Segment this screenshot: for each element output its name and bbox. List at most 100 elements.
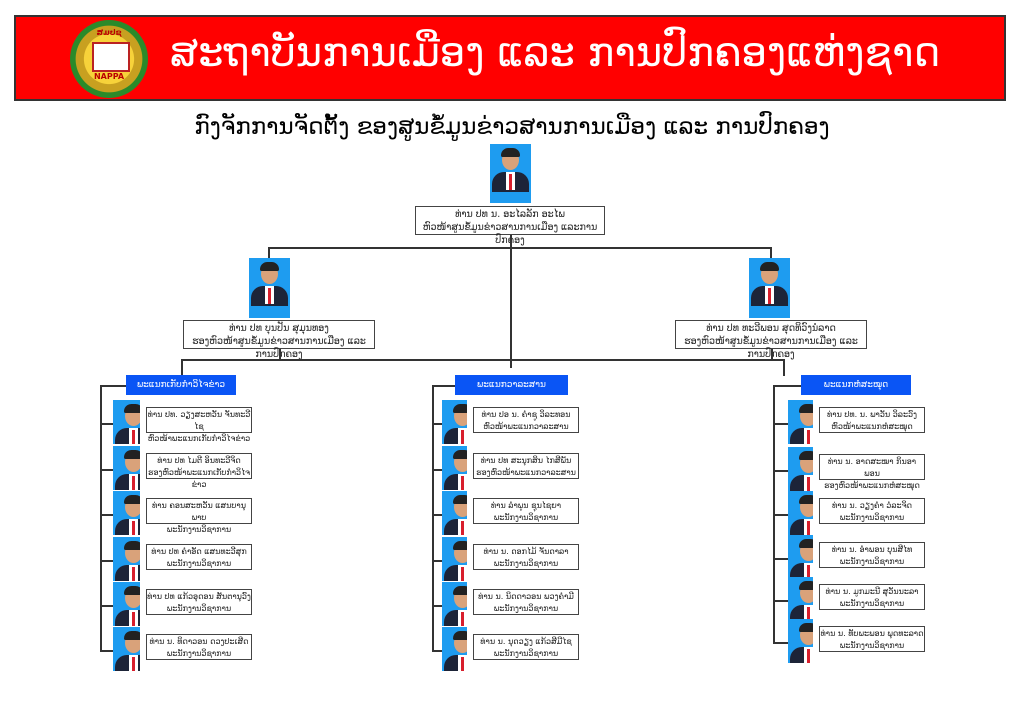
- connector-line: [100, 423, 113, 425]
- person-photo: [113, 537, 140, 581]
- photo-tie: [807, 607, 810, 621]
- photo-tie: [807, 521, 810, 535]
- photo-hair: [799, 495, 813, 504]
- person-photo: [113, 400, 140, 444]
- photo-tie: [461, 476, 464, 490]
- photo-hair: [453, 404, 467, 413]
- connector-line: [773, 558, 788, 560]
- connector-line: [432, 423, 442, 425]
- connector-line: [432, 385, 455, 387]
- person-box: ທ່ານ ປທ ໄມຕີ ອິນທະວີຈິດຮອງຫົວໜ້າພະແນກເກັ…: [146, 453, 252, 489]
- connector-line: [181, 359, 784, 361]
- person-name: ທ່ານ ນ. ມູກມະນີ ສຸວັນນະລາ: [825, 587, 919, 596]
- person-box: ທ່ານ ປທ ທະວີພອນ ສຸດທິວົງນໍລາດຮອງຫົວໜ້າສູ…: [675, 320, 867, 360]
- person-name: ທ່ານ ປທ ນ. ອະໄລລັກ ອະໄພ: [455, 209, 565, 220]
- photo-hair: [501, 148, 520, 157]
- person-name: ທ່ານ ນ. ນິດດາວອນ ພວງຄຳມີ: [478, 592, 574, 601]
- connector-line: [773, 385, 775, 642]
- person-name: ທ່ານ ປອ ນ. ຄຳຊູ ວິລະທອນ: [481, 410, 571, 419]
- photo-tie: [132, 476, 135, 490]
- connector-line: [279, 349, 281, 360]
- photo-tie: [807, 649, 810, 663]
- person-name: ທ່ານ ນ. ທັບພະພອນ ພຸດທະລາດ: [820, 629, 924, 638]
- person-box: ທ່ານ ນ. ວຽງຄຳ ວໍລະຈິດພະນັກງານວິຊາການ: [819, 498, 925, 524]
- photo-tie: [132, 521, 135, 535]
- photo-tie: [461, 612, 464, 626]
- connector-line: [268, 247, 771, 249]
- connector-line: [773, 423, 788, 425]
- person-photo: [788, 491, 813, 535]
- photo-tie: [461, 521, 464, 535]
- photo-tie: [807, 430, 810, 444]
- person-name: ທ່ານ ນ. ວຽງຄຳ ວໍລະຈິດ: [832, 501, 912, 510]
- person-box: ທ່ານ ປທ ບຸນປັນ ສຸມຸນທອງຮອງຫົວໜ້າສູນຂໍ້ມູ…: [183, 320, 375, 360]
- person-box: ທ່ານ ນ. ດອກໄມ້ ຈັນດາລາພະນັກງານວິຊາການ: [473, 544, 579, 570]
- photo-tie: [807, 565, 810, 579]
- photo-hair: [453, 541, 467, 550]
- department-header: ພະແນກວາລະສານ: [455, 375, 568, 395]
- photo-hair: [260, 262, 279, 271]
- photo-hair: [799, 539, 813, 548]
- photo-tie: [132, 612, 135, 626]
- person-position: ພະນັກງານວິຊາການ: [166, 604, 232, 613]
- connector-line: [100, 605, 113, 607]
- person-box: ທ່ານ ປທ. ວຽງສະຫວັນ ຈັນທະວີໄຊຫົວໜ້າພະແນກເ…: [146, 407, 252, 443]
- connector-line: [432, 469, 442, 471]
- person-position: ຮອງຫົວໜ້າພະແນກເກັບກຳວິໄຈຂ່າວ: [147, 468, 251, 489]
- connector-line: [773, 642, 788, 644]
- person-box: ທ່ານ ປທ ນ. ອະໄລລັກ ອະໄພຫົວໜ້າສູນຂໍ້ມູນຂ່…: [415, 206, 605, 246]
- photo-hair: [124, 541, 140, 550]
- logo-text: NAPPA: [93, 72, 125, 81]
- person-position: ພະນັກງານວິຊາການ: [166, 649, 232, 658]
- photo-tie: [509, 174, 512, 190]
- person-name: ທ່ານ ລຳພູນ ຊຸນໄຊຍາ: [490, 501, 562, 510]
- connector-line: [100, 385, 126, 387]
- person-position: ຫົວໜ້າພະແນກຫໍສະໝຸດ: [831, 422, 913, 431]
- photo-tie: [268, 288, 271, 304]
- photo-tie: [461, 430, 464, 444]
- person-position: ພະນັກງານວິຊາການ: [493, 604, 559, 613]
- person-photo: [490, 144, 531, 203]
- photo-hair: [453, 631, 467, 640]
- person-name: ທ່ານ ຄອນສະຫວັນ ແສນບານຸພາບ: [151, 501, 247, 522]
- person-photo: [788, 619, 813, 663]
- photo-hair: [124, 631, 140, 640]
- person-position: ພະນັກງານວິຊາການ: [839, 557, 905, 566]
- person-name: ທ່ານ ປທ ສະນຸກສິນ ໄກສີພັນ: [480, 456, 572, 465]
- person-box: ທ່ານ ປທ ຄຳອັດ ແສນທະວີສຸກພະນັກງານວິຊາການ: [146, 544, 252, 570]
- connector-line: [432, 514, 442, 516]
- connector-line: [100, 385, 102, 650]
- person-box: ທ່ານ ຄອນສະຫວັນ ແສນບານຸພາບພະນັກງານວິຊາການ: [146, 498, 252, 534]
- person-name: ທ່ານ ນ. ອາດສະໝາ ກິນອາພອນ: [827, 457, 917, 478]
- photo-hair: [799, 581, 813, 590]
- photo-hair: [760, 262, 779, 271]
- connector-line: [510, 235, 512, 368]
- person-name: ທ່ານ ນ. ທິດາວອນ ດວງປະເສີດ: [149, 637, 249, 646]
- connector-line: [100, 560, 113, 562]
- person-box: ທ່ານ ນ. ທັບພະພອນ ພຸດທະລາດພະນັກງານວິຊາການ: [819, 626, 925, 652]
- person-box: ທ່ານ ລຳພູນ ຊຸນໄຊຍາພະນັກງານວິຊາການ: [473, 498, 579, 524]
- person-box: ທ່ານ ນ. ທິດາວອນ ດວງປະເສີດພະນັກງານວິຊາການ: [146, 634, 252, 660]
- institute-title: ສະຖາບັນການເມືອງ ແລະ ການປົກຄອງແຫ່ງຊາດ: [170, 30, 941, 76]
- person-box: ທ່ານ ປທ ສະນຸກສິນ ໄກສີພັນຮອງຫົວໜ້າພະແນກວາ…: [473, 453, 579, 479]
- photo-hair: [799, 623, 813, 632]
- person-photo: [113, 491, 140, 535]
- book-icon: [92, 42, 130, 72]
- person-photo: [788, 400, 813, 444]
- logo-top-text: ສມປຊ: [96, 28, 122, 37]
- department-header: ພະແນກເກັບກຳວິໄຈຂ່າວ: [126, 375, 236, 395]
- person-photo: [788, 447, 813, 491]
- person-photo: [113, 446, 140, 490]
- person-box: ທ່ານ ປທ. ນ. ພາວັນ ວິລະວົງຫົວໜ້າພະແນກຫໍສະ…: [819, 407, 925, 433]
- person-photo: [788, 535, 813, 579]
- person-name: ທ່ານ ປທ. ນ. ພາວັນ ວິລະວົງ: [827, 410, 917, 419]
- photo-tie: [461, 657, 464, 671]
- person-photo: [749, 258, 790, 318]
- person-box: ທ່ານ ປອ ນ. ຄຳຊູ ວິລະທອນຫົວໜ້າພະແນກວາລະສາ…: [473, 407, 579, 433]
- connector-line: [100, 514, 113, 516]
- connector-line: [432, 560, 442, 562]
- person-box: ທ່ານ ນ. ນິດດາວອນ ພວງຄຳມີພະນັກງານວິຊາການ: [473, 589, 579, 615]
- photo-hair: [124, 404, 140, 413]
- connector-line: [181, 359, 183, 376]
- connector-line: [432, 605, 442, 607]
